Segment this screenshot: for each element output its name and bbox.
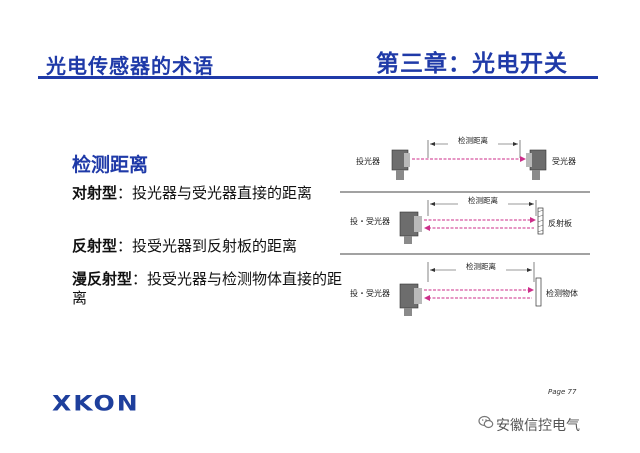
reflector-icon — [537, 207, 544, 235]
term-separator: ： — [117, 184, 133, 202]
transceiver-label: 投・受光器 — [350, 288, 390, 298]
term-name: 对射型 — [72, 184, 118, 202]
span-label: 检测距离 — [468, 195, 498, 205]
term-separator: ： — [132, 270, 148, 288]
term-diffuse: 漫反射型：投受光器与检测物体直接的距离 — [72, 270, 352, 308]
span-label: 检测距离 — [466, 261, 496, 271]
wechat-icon — [478, 415, 494, 429]
target-object-icon — [535, 277, 542, 307]
transceiver-sensor-icon — [399, 211, 422, 244]
target-object-label: 检测物体 — [546, 288, 578, 298]
term-description: 投受光器到反射板的距离 — [132, 237, 298, 255]
detection-distance-diagram: 投光器 检测距离 受光器 投・受光器 — [340, 134, 590, 316]
diagram-row-thru-beam: 投光器 检测距离 受光器 — [356, 134, 576, 180]
transceiver-label: 投・受光器 — [350, 216, 390, 226]
company-logo: XKON — [52, 391, 140, 416]
diagram-row-retroreflective: 投・受光器 检测距离 反射板 — [350, 194, 572, 244]
chapter-title: 第三章：光电开关 — [376, 51, 568, 77]
term-thru-beam: 对射型：投光器与受光器直接的距离 — [72, 184, 352, 203]
title-divider — [38, 76, 598, 79]
slide-title: 光电传感器的术语 — [46, 54, 214, 78]
page-number: Page 77 — [548, 388, 577, 396]
term-separator: ： — [117, 237, 133, 255]
term-name: 反射型 — [72, 237, 118, 255]
term-retroreflective: 反射型：投受光器到反射板的距离 — [72, 237, 352, 256]
emitter-label: 投光器 — [356, 156, 380, 166]
diagram-row-diffuse: 投・受光器 检测距离 检测物体 — [350, 260, 578, 316]
receiver-label: 受光器 — [552, 156, 576, 166]
watermark: 安徽信控电气 — [496, 418, 580, 434]
span-label: 检测距离 — [458, 135, 488, 145]
term-name: 漫反射型 — [72, 270, 133, 288]
receiver-sensor-icon — [526, 149, 547, 180]
term-description: 投光器与受光器直接的距离 — [132, 184, 313, 202]
transceiver-sensor-icon — [399, 283, 422, 316]
emitter-sensor-icon — [391, 149, 410, 180]
reflector-label: 反射板 — [548, 218, 572, 228]
section-title: 检测距离 — [72, 154, 149, 176]
term-description: 投受光器与检测物体直接的距离 — [72, 270, 343, 307]
